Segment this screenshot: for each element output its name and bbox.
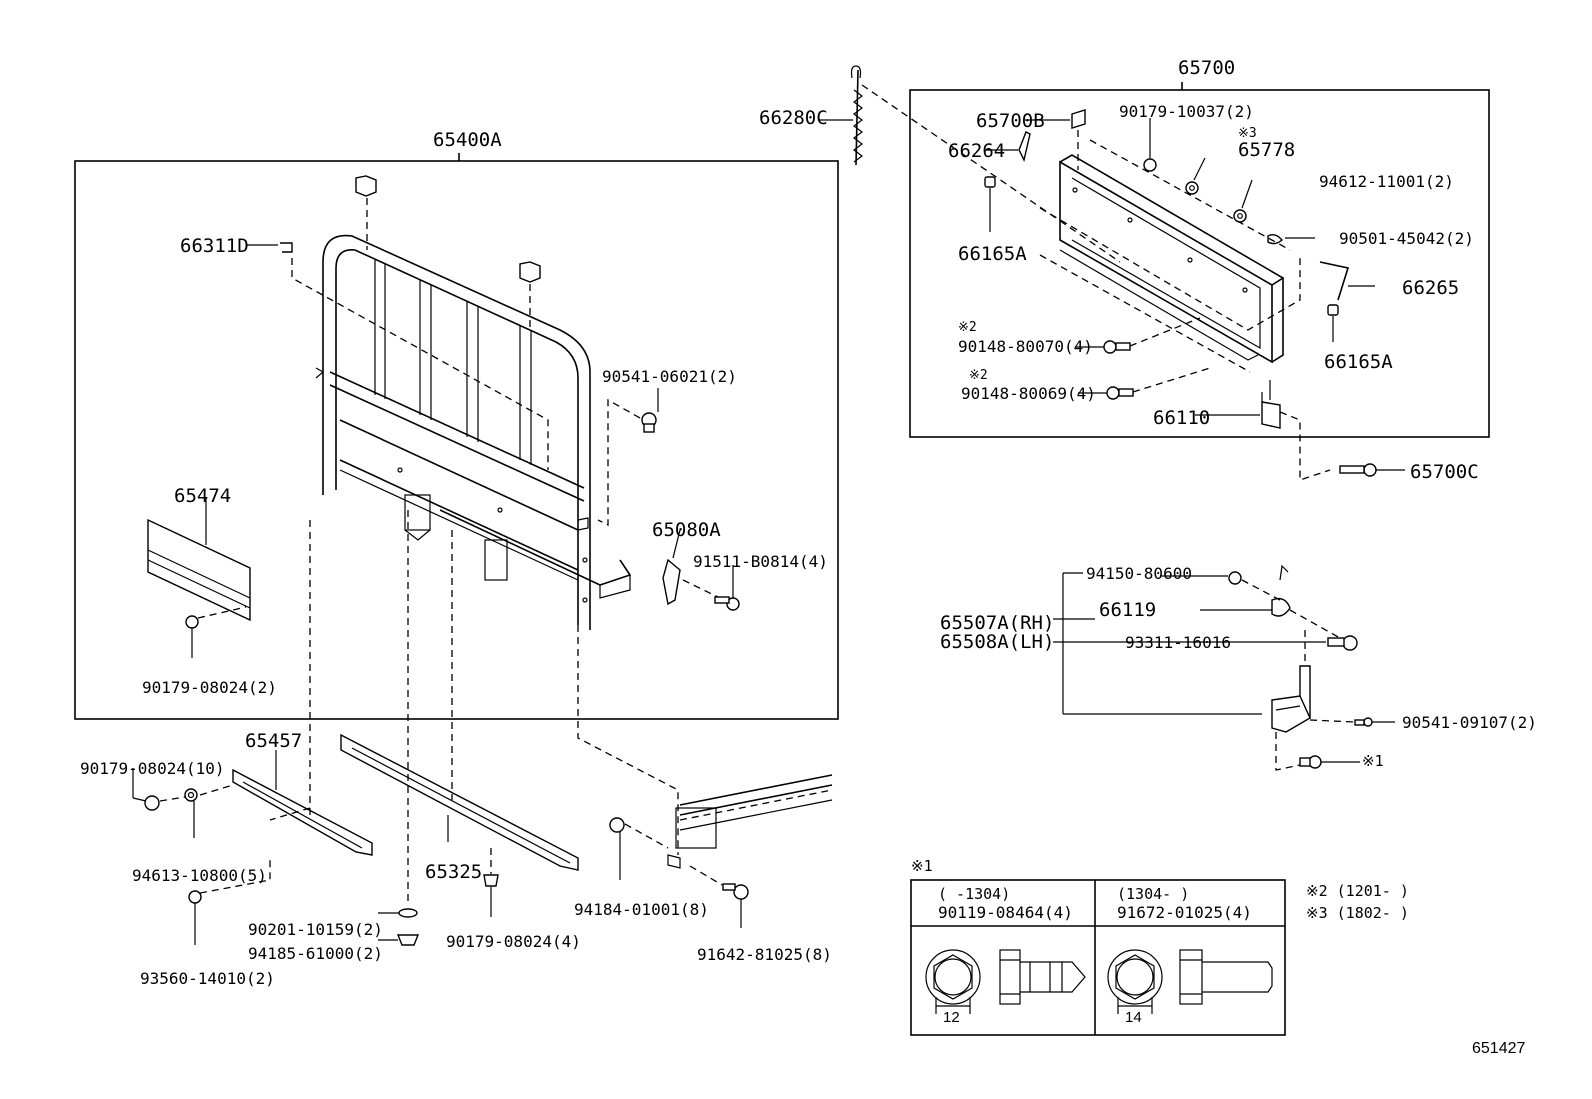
label-94612-11001: 94612-11001(2) [1319, 172, 1454, 191]
label-94184-01001: 94184-01001(8) [574, 900, 709, 919]
hinge-66110 [1195, 380, 1331, 481]
bracket-65700B [986, 109, 1086, 170]
note-mark-3: ※3 [1238, 126, 1257, 141]
label-66110: 66110 [1153, 407, 1211, 429]
label-90541-06021: 90541-06021(2) [602, 367, 737, 386]
label-90179-08024-2: 90179-08024(2) [142, 678, 277, 697]
label-66265: 66265 [1402, 277, 1460, 299]
label-65507A: 65507A(RH) [940, 612, 1055, 634]
label-90148-80069: 90148-80069(4) [961, 384, 1096, 403]
label-66119: 66119 [1099, 599, 1157, 621]
label-94185-61000: 94185-61000(2) [248, 944, 383, 963]
label-66264: 66264 [948, 140, 1006, 162]
chassis-rail [577, 625, 833, 928]
label-66165A-2: 66165A [1324, 351, 1393, 373]
label-65700: 65700 [1178, 57, 1236, 79]
bolts-90148 [1075, 317, 1211, 400]
clip-66311D [280, 242, 293, 253]
chain-66280C [818, 65, 1121, 263]
label-91642-81025: 91642-81025(8) [697, 945, 832, 964]
headboard-frame [315, 234, 632, 630]
hinge-group-65507A [1053, 564, 1395, 771]
label-90179-08024-4: 90179-08024(4) [446, 932, 581, 951]
footnote-col1-range: ( -1304) [938, 885, 1011, 903]
cap-66165A [984, 176, 996, 232]
label-66311D: 66311D [180, 235, 249, 257]
footnote-col2-part: 91672-01025(4) [1117, 903, 1252, 922]
footnote-col1-dim: 12 [943, 1009, 960, 1026]
label-90201-10159: 90201-10159(2) [248, 920, 383, 939]
label-65778: 65778 [1238, 139, 1296, 161]
frame-caps [355, 175, 541, 330]
date-note-3: ※3 (1802- ) [1306, 904, 1409, 922]
label-65325: 65325 [425, 861, 483, 883]
label-65508A: 65508A(LH) [940, 631, 1055, 653]
note-mark-1-callout: ※1 [1362, 752, 1384, 770]
footnote-col2-range: (1304- ) [1117, 885, 1190, 903]
latch-65080A [662, 529, 740, 611]
label-66280C: 66280C [759, 107, 828, 129]
label-90501-45042: 90501-45042(2) [1339, 229, 1474, 248]
label-91511-B0814: 91511-B0814(4) [693, 552, 828, 571]
footnote-col1-part: 90119-08464(4) [938, 903, 1073, 922]
label-65080A: 65080A [652, 519, 721, 541]
note-mark-2a: ※2 [958, 320, 977, 335]
label-93560-14010: 93560-14010(2) [140, 969, 275, 988]
rail-65457 [199, 520, 373, 856]
plate-65474 [147, 498, 251, 658]
footnote-table [910, 879, 1286, 1036]
label-94150-80600: 94150-80600 [1086, 564, 1192, 583]
label-65700C: 65700C [1410, 461, 1479, 483]
footnote-col2-dim: 14 [1125, 1009, 1142, 1026]
label-90179-08024-10: 90179-08024(10) [80, 759, 225, 778]
note-mark-2b: ※2 [969, 368, 988, 383]
label-65700B: 65700B [976, 110, 1045, 132]
date-note-2: ※2 (1201- ) [1306, 882, 1409, 900]
bolt-90541-06021 [597, 388, 659, 527]
tailgate-panel [1039, 154, 1301, 373]
assembly-box-65400A [74, 153, 839, 720]
label-65400A: 65400A [433, 129, 502, 151]
tailgate-fasteners [1089, 118, 1315, 251]
assembly-box-65700 [909, 82, 1490, 438]
footnote-marker: ※1 [911, 857, 933, 875]
label-93311-16016: 93311-16016 [1125, 633, 1231, 652]
label-94613-10800: 94613-10800(5) [132, 866, 267, 885]
label-90179-10037: 90179-10037(2) [1119, 102, 1254, 121]
label-65457: 65457 [245, 730, 303, 752]
pin-66265 [1319, 261, 1375, 342]
label-65474: 65474 [174, 485, 232, 507]
bolt-65700C [1339, 463, 1405, 477]
label-90148-80070: 90148-80070(4) [958, 337, 1093, 356]
rail-65325 [340, 510, 579, 905]
figure-number: 651427 [1472, 1040, 1526, 1057]
left-fasteners [132, 768, 499, 946]
label-66165A-1: 66165A [958, 243, 1027, 265]
label-90541-09107: 90541-09107(2) [1402, 713, 1537, 732]
